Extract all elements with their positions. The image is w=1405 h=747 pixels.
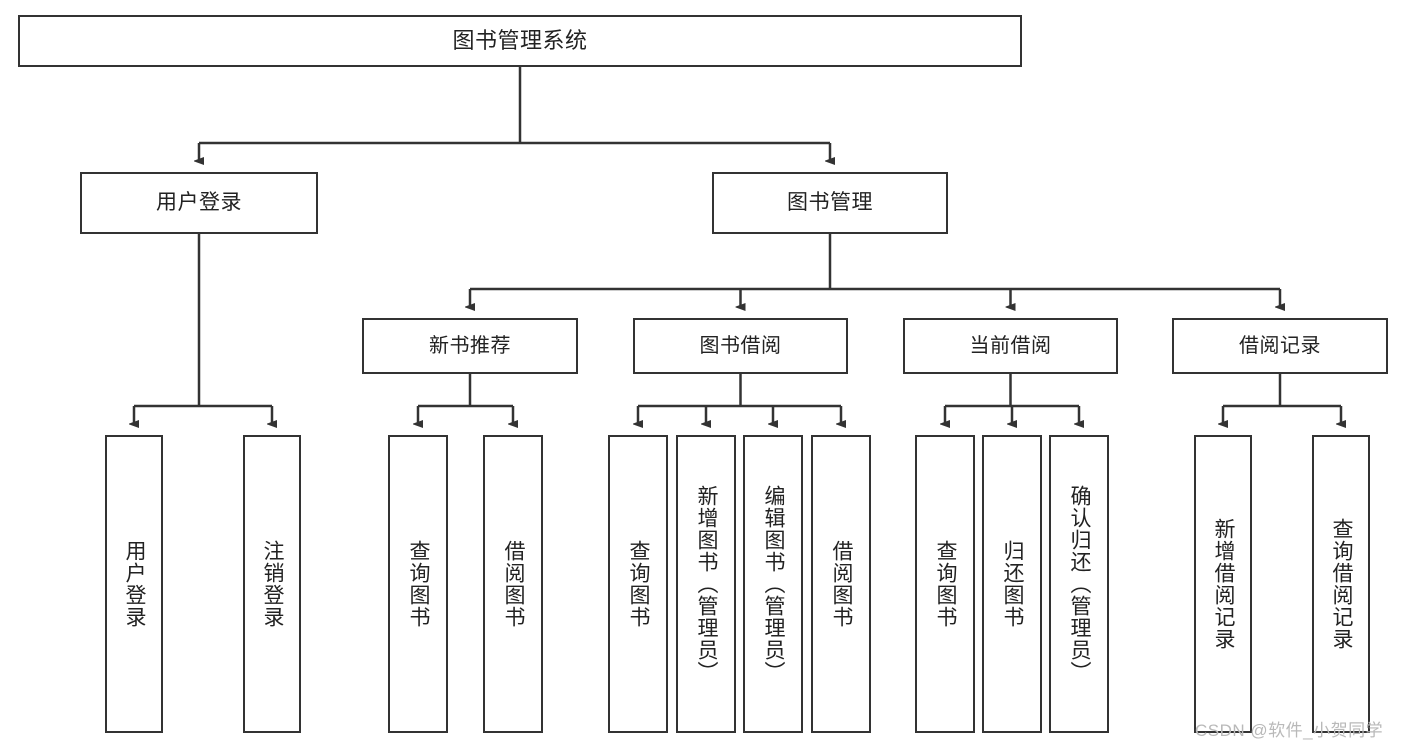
watermark: CSDN @软件_小贺同学 bbox=[1195, 721, 1384, 740]
node-leaf_query_record[interactable]: 查询借阅记录 bbox=[1312, 435, 1370, 733]
node-label: 借阅图书 bbox=[502, 540, 526, 628]
node-label: 图书管理 bbox=[787, 190, 873, 214]
node-leaf_add_book[interactable]: 新增图书（管理员） bbox=[676, 435, 736, 733]
node-leaf_edit_book[interactable]: 编辑图书（管理员） bbox=[743, 435, 803, 733]
node-label: 新增图书（管理员） bbox=[695, 485, 719, 683]
node-label: 用户登录 bbox=[156, 190, 242, 214]
node-label: 注销登录 bbox=[261, 540, 285, 628]
node-label: 新增借阅记录 bbox=[1212, 518, 1236, 650]
node-borrow_record[interactable]: 借阅记录 bbox=[1172, 318, 1388, 374]
node-book_manage[interactable]: 图书管理 bbox=[712, 172, 948, 234]
node-label: 查询借阅记录 bbox=[1330, 518, 1354, 650]
node-leaf_query_book_2[interactable]: 查询图书 bbox=[608, 435, 668, 733]
node-label: 归还图书 bbox=[1001, 540, 1025, 628]
node-label: 编辑图书（管理员） bbox=[762, 485, 786, 683]
node-label: 查询图书 bbox=[407, 540, 431, 628]
node-label: 当前借阅 bbox=[969, 334, 1052, 357]
node-leaf_confirm_return[interactable]: 确认归还（管理员） bbox=[1049, 435, 1109, 733]
node-leaf_user_login[interactable]: 用户登录 bbox=[105, 435, 163, 733]
node-label: 新书推荐 bbox=[429, 334, 511, 357]
node-label: 图书借阅 bbox=[699, 334, 782, 357]
node-book_borrow[interactable]: 图书借阅 bbox=[633, 318, 848, 374]
node-new_book_rec[interactable]: 新书推荐 bbox=[362, 318, 578, 374]
node-leaf_user_logout[interactable]: 注销登录 bbox=[243, 435, 301, 733]
node-leaf_borrow_book_2[interactable]: 借阅图书 bbox=[811, 435, 871, 733]
node-label: 用户登录 bbox=[123, 540, 147, 628]
node-label: 借阅记录 bbox=[1239, 334, 1321, 357]
node-leaf_return_book[interactable]: 归还图书 bbox=[982, 435, 1042, 733]
node-label: 查询图书 bbox=[934, 540, 958, 628]
node-label: 借阅图书 bbox=[830, 540, 854, 628]
node-root[interactable]: 图书管理系统 bbox=[18, 15, 1022, 67]
node-label: 图书管理系统 bbox=[452, 28, 588, 54]
node-leaf_query_book_1[interactable]: 查询图书 bbox=[388, 435, 448, 733]
node-label: 查询图书 bbox=[627, 540, 651, 628]
node-label: 确认归还（管理员） bbox=[1068, 485, 1092, 683]
node-leaf_query_book_3[interactable]: 查询图书 bbox=[915, 435, 975, 733]
node-current_borrow[interactable]: 当前借阅 bbox=[903, 318, 1118, 374]
node-leaf_add_record[interactable]: 新增借阅记录 bbox=[1194, 435, 1252, 733]
node-user_login[interactable]: 用户登录 bbox=[80, 172, 318, 234]
node-leaf_borrow_book_1[interactable]: 借阅图书 bbox=[483, 435, 543, 733]
